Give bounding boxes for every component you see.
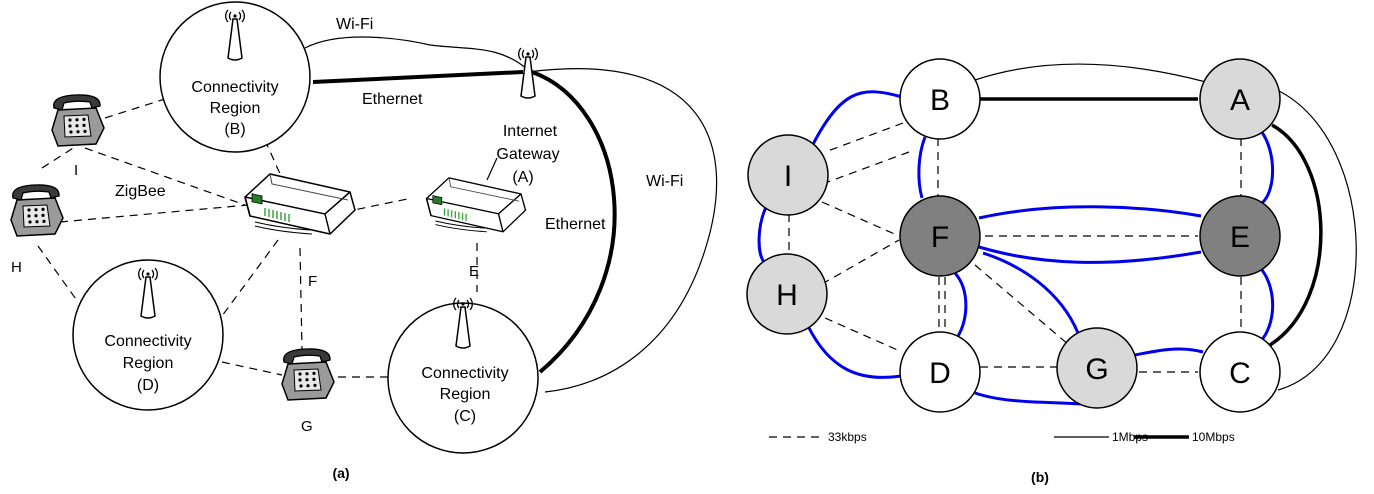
- gateway-line3: (A): [512, 169, 533, 186]
- legend: 33kbps 1Mbps 10Mbps: [828, 430, 1235, 444]
- zigbee-links: [37, 98, 478, 378]
- legend-thick-label: 10Mbps: [1192, 430, 1235, 444]
- phone-g-icon: [281, 348, 335, 401]
- thick-links: [980, 97, 1323, 439]
- ethernet-link-b-a: [312, 70, 524, 84]
- region-b-line3: (B): [224, 121, 245, 138]
- node-c: C: [1199, 331, 1281, 413]
- device-label-i: I: [74, 162, 78, 179]
- node-g: G: [1056, 327, 1138, 409]
- region-c-line3: (C): [454, 408, 476, 425]
- region-b: Connectivity Region (B): [159, 1, 311, 153]
- node-c-label: C: [1229, 357, 1251, 390]
- panel-b: B A I F E H D G: [746, 58, 1357, 485]
- node-i: I: [747, 134, 829, 216]
- gateway-line2: Gateway: [496, 146, 559, 163]
- node-g-label: G: [1085, 353, 1108, 386]
- region-c: Connectivity Region (C): [387, 297, 539, 454]
- router-e-icon: [425, 177, 527, 233]
- node-f: F: [899, 195, 981, 277]
- dashed-links: [769, 122, 1242, 438]
- region-d-line2: Region: [123, 355, 174, 372]
- region-c-line1: Connectivity: [421, 365, 508, 382]
- node-b-label: B: [930, 84, 950, 117]
- wifi-link-b-a: [304, 36, 529, 71]
- ethernet-label-right: Ethernet: [545, 216, 606, 233]
- node-h-label: H: [776, 279, 798, 312]
- legend-thin-label: 1Mbps: [1112, 430, 1148, 444]
- wifi-label-top: Wi-Fi: [336, 16, 373, 33]
- wifi-label-right: Wi-Fi: [646, 173, 683, 190]
- device-label-g: G: [301, 418, 313, 435]
- caption-b: (b): [1031, 469, 1049, 485]
- gateway-line1: Internet: [503, 123, 558, 140]
- region-b-line1: Connectivity: [191, 79, 278, 96]
- zigbee-label: ZigBee: [115, 183, 166, 200]
- wireless-links: [757, 90, 1275, 407]
- ethernet-link-a-c: [531, 70, 617, 374]
- panel-a: Connectivity Region (B) Connectivity Reg…: [10, 1, 718, 481]
- phone-i-icon: [51, 94, 105, 147]
- region-b-line2: Region: [210, 100, 261, 117]
- legend-dashed-label: 33kbps: [828, 430, 867, 444]
- node-f-label: F: [931, 221, 949, 254]
- node-h: H: [746, 253, 828, 335]
- region-d-line3: (D): [137, 377, 159, 394]
- node-a-label: A: [1230, 84, 1250, 117]
- region-d: Connectivity Region (D): [72, 259, 224, 411]
- region-c-line2: Region: [440, 386, 491, 403]
- node-e-label: E: [1230, 221, 1250, 254]
- node-b: B: [899, 58, 981, 140]
- device-label-h: H: [11, 259, 22, 276]
- node-a: A: [1199, 58, 1281, 140]
- thin-links: [974, 63, 1357, 438]
- phone-h-icon: [10, 184, 64, 237]
- node-d: D: [899, 331, 981, 413]
- router-f-icon: [244, 173, 356, 235]
- region-d-line1: Connectivity: [104, 333, 191, 350]
- device-label-e: E: [469, 263, 479, 280]
- node-e: E: [1199, 195, 1281, 277]
- node-i-label: I: [784, 160, 792, 193]
- node-d-label: D: [929, 357, 951, 390]
- device-label-f: F: [308, 273, 317, 290]
- ethernet-label-top: Ethernet: [362, 91, 423, 108]
- wifi-link-a-c: [527, 68, 718, 393]
- link-gateway-router: [486, 157, 498, 181]
- caption-a: (a): [332, 465, 349, 481]
